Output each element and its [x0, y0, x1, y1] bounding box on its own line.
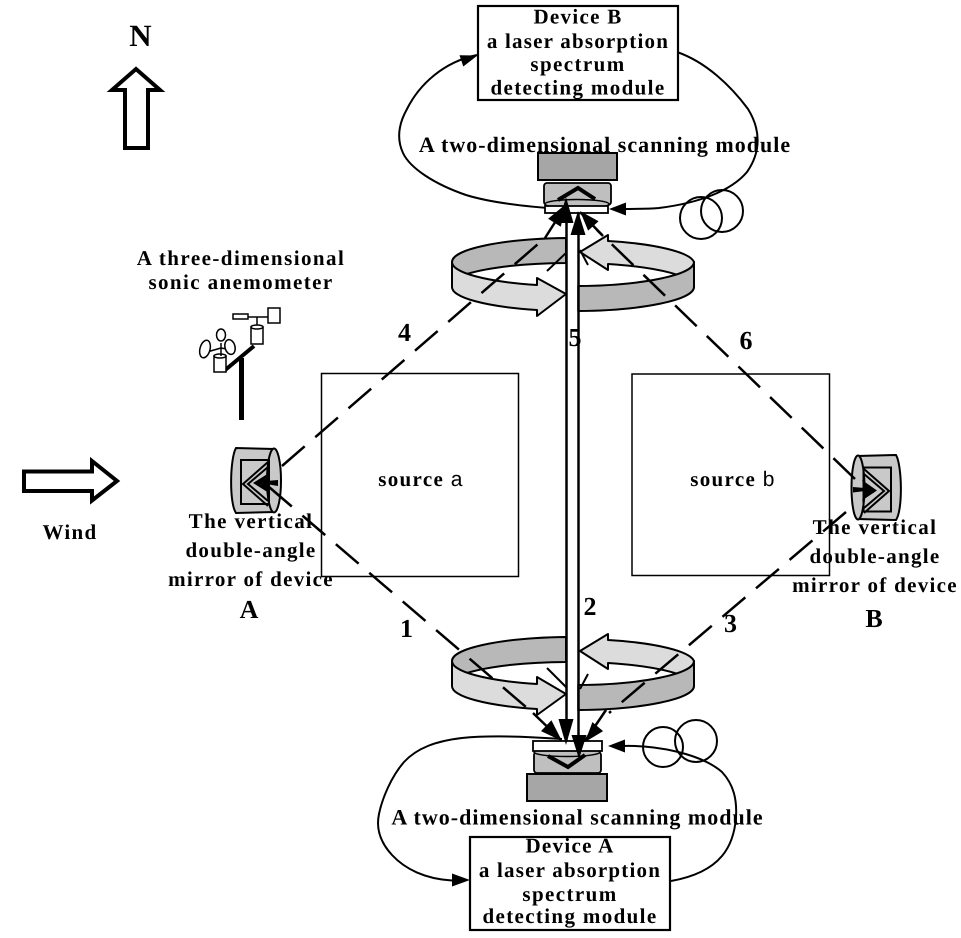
svg-text:mirror of device: mirror of device: [792, 573, 958, 597]
svg-text:mirror of device: mirror of device: [168, 567, 334, 591]
svg-text:sonic anemometer: sonic anemometer: [148, 270, 333, 294]
svg-text:detecting module: detecting module: [483, 904, 658, 928]
svg-text:Device B: Device B: [533, 5, 622, 29]
svg-text:The vertical: The vertical: [189, 509, 314, 533]
svg-text:source a: source a: [378, 467, 464, 491]
svg-text:detecting module: detecting module: [491, 76, 666, 100]
svg-text:Device A: Device A: [525, 834, 614, 858]
svg-text:N: N: [129, 18, 151, 53]
svg-text:3: 3: [724, 609, 737, 638]
svg-text:Wind: Wind: [42, 520, 97, 544]
svg-text:4: 4: [398, 318, 411, 347]
svg-text:spectrum: spectrum: [530, 52, 625, 76]
svg-text:1: 1: [400, 614, 413, 643]
svg-text:spectrum: spectrum: [522, 882, 617, 906]
svg-text:5: 5: [569, 323, 582, 352]
svg-text:a laser absorption: a laser absorption: [479, 858, 661, 882]
svg-text:2: 2: [584, 592, 597, 621]
svg-text:a laser absorption: a laser absorption: [487, 29, 669, 53]
svg-text:A two-dimensional scanning mod: A two-dimensional scanning module: [419, 132, 791, 157]
svg-text:double-angle: double-angle: [809, 544, 940, 568]
svg-text:The vertical: The vertical: [813, 515, 938, 539]
svg-text:source b: source b: [690, 467, 776, 491]
svg-text:B: B: [865, 604, 882, 633]
svg-text:6: 6: [740, 326, 753, 355]
svg-text:A three-dimensional: A three-dimensional: [137, 246, 346, 270]
svg-text:A: A: [240, 595, 259, 624]
svg-text:A two-dimensional scanning mod: A two-dimensional scanning module: [391, 805, 763, 830]
svg-text:double-angle: double-angle: [185, 538, 316, 562]
